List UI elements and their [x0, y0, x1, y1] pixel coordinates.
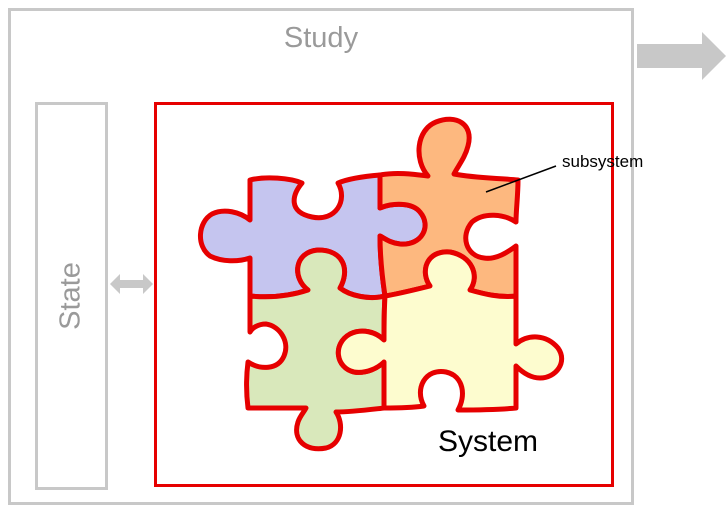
state-frame	[35, 102, 108, 490]
puzzle-piece-green	[244, 247, 388, 452]
state-system-double-arrow	[110, 274, 153, 294]
system-label: System	[438, 425, 539, 458]
subsystem-label: subsystem	[562, 152, 644, 171]
puzzle-piece-yellow	[336, 249, 565, 413]
study-output-arrow	[637, 32, 726, 80]
system-frame	[154, 102, 614, 487]
subsystem-leader-line	[485, 165, 557, 193]
study-frame	[8, 8, 634, 505]
puzzle-piece-orange	[377, 116, 521, 299]
study-label: Study	[283, 22, 359, 54]
